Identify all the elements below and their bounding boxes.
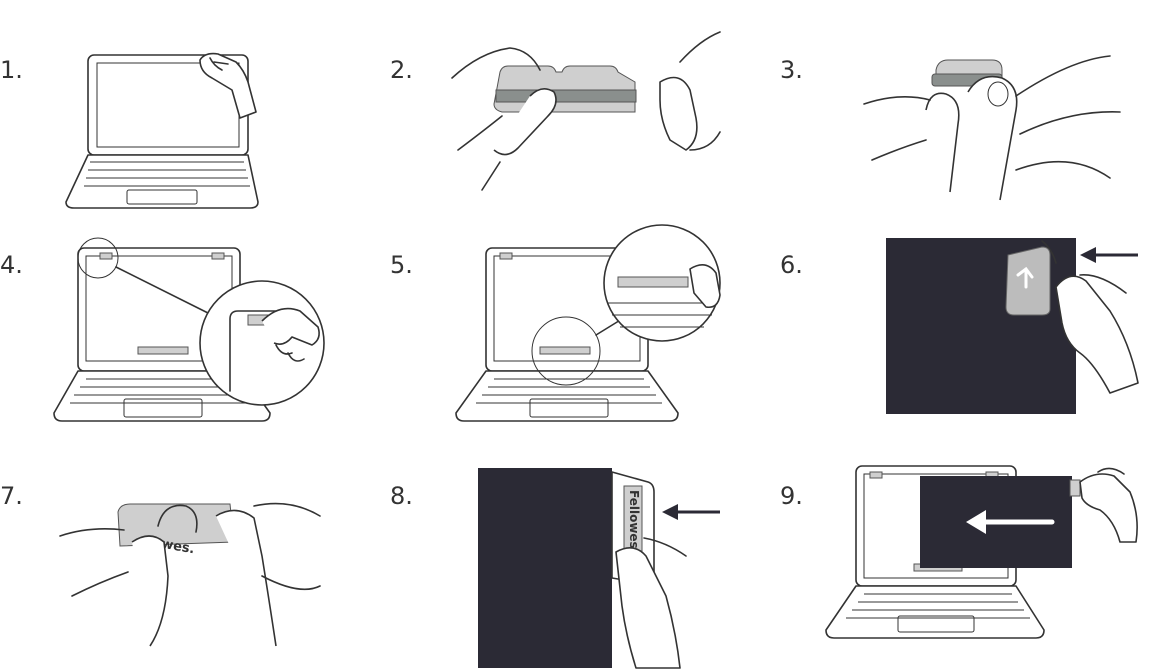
arrow-left-icon: [966, 510, 1055, 534]
step-5: 5.: [390, 223, 780, 446]
hand-pulling-icon: [1069, 467, 1138, 543]
step-7-illustration: owes.: [59, 502, 321, 647]
step-2-illustration: [451, 31, 721, 191]
step-1-illustration: [65, 52, 259, 209]
zoom-callout-icon: [77, 237, 325, 406]
step-1-number: 1.: [0, 56, 23, 84]
step-2-number: 2.: [390, 56, 413, 84]
step-6-illustration: [886, 238, 1139, 414]
hands-peeling-icon: [451, 31, 721, 191]
adhesive-tab-strip-icon: [493, 65, 637, 113]
step-4: 4.: [0, 223, 390, 446]
arrow-left-icon: [662, 504, 720, 520]
step-5-illustration: [455, 224, 721, 422]
step-3-illustration: [863, 55, 1121, 201]
hand-wiping-icon: [199, 52, 257, 119]
step-6-number: 6.: [780, 251, 803, 279]
step-8-number: 8.: [390, 482, 413, 510]
adhesive-tab-peel-icon: [1005, 246, 1051, 316]
step-7: 7. owes.: [0, 446, 390, 669]
arrow-left-icon: [1080, 247, 1138, 263]
step-9: 9.: [780, 446, 1170, 669]
privacy-filter-panel: [478, 468, 612, 668]
step-3: 3.: [780, 0, 1170, 223]
step-7-number: 7.: [0, 482, 23, 510]
step-9-number: 9.: [780, 482, 803, 510]
hands-folding-icon: [59, 502, 321, 647]
hand-holding-icon: [1055, 274, 1139, 394]
hand-holding-icon: [615, 537, 687, 669]
step-4-number: 4.: [0, 251, 23, 279]
step-1: 1.: [0, 0, 390, 223]
step-8: 8. Fellowes.: [390, 446, 780, 669]
zoom-callout-icon: [531, 224, 721, 386]
step-2: 2.: [390, 0, 780, 223]
step-6: 6.: [780, 223, 1170, 446]
step-4-illustration: [53, 237, 325, 422]
step-3-number: 3.: [780, 56, 803, 84]
step-8-illustration: Fellowes.: [478, 468, 720, 669]
step-9-illustration: [825, 465, 1138, 639]
step-5-number: 5.: [390, 251, 413, 279]
fingers-pressing-icon: [863, 55, 1121, 201]
brand-label: Fellowes.: [627, 490, 641, 553]
